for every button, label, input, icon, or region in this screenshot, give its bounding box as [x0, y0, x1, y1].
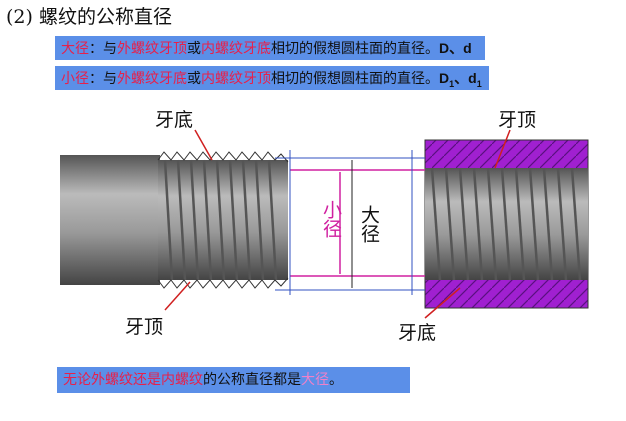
- text: 相切的假想圆柱面的直径。: [271, 41, 439, 57]
- text: ：与: [89, 71, 117, 87]
- int: 内螺纹牙顶: [201, 71, 271, 87]
- nominal-diameter-note: 无论外螺纹还是内螺纹的公称直径都是大径。: [57, 367, 410, 393]
- int: 内螺纹牙底: [201, 41, 271, 57]
- label-crest-top: 牙顶: [498, 109, 537, 131]
- label-root-top: 牙底: [155, 109, 194, 131]
- text: 相切的假想圆柱面的直径。: [271, 71, 439, 87]
- text: ：与: [89, 41, 117, 57]
- minor-diameter-definition: 小径：与外螺纹牙底或内螺纹牙顶相切的假想圆柱面的直径。D1、d1: [55, 66, 489, 90]
- major-diameter-definition: 大径：与外螺纹牙顶或内螺纹牙底相切的假想圆柱面的直径。D、d: [55, 36, 485, 60]
- term: 小径: [61, 71, 89, 87]
- symbol: D1、d1: [439, 70, 482, 89]
- ext: 外螺纹牙顶: [117, 41, 187, 57]
- label-minor-diameter: 小径: [320, 200, 342, 238]
- dimension-lines: [275, 150, 425, 295]
- pointer-arrows: [164, 129, 511, 319]
- nut: [424, 139, 589, 309]
- label-crest-bottom: 牙顶: [125, 316, 164, 338]
- ext: 外螺纹牙底: [117, 71, 187, 87]
- symbol: D、d: [439, 40, 472, 56]
- section-title: (2) 螺纹的公称直径: [6, 6, 172, 28]
- label-major-diameter: 大径: [358, 205, 380, 243]
- label-root-bottom: 牙底: [398, 322, 437, 344]
- bolt: [60, 151, 289, 289]
- text: 或: [187, 71, 201, 87]
- text: 或: [187, 41, 201, 57]
- term: 大径: [61, 41, 89, 57]
